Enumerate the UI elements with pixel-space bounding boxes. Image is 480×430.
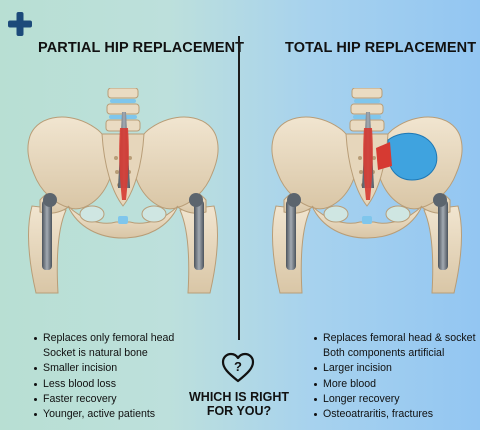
partial-hip-title: PARTIAL HIP REPLACEMENT bbox=[38, 40, 245, 56]
question-line-2: FOR YOU? bbox=[206, 404, 272, 418]
pelvis-partial-replacement-illustration bbox=[27, 88, 219, 294]
list-item: Faster recovery bbox=[34, 392, 174, 407]
list-item: Both components artificial bbox=[323, 347, 445, 360]
question-line-1: WHICH IS RIGHT bbox=[189, 390, 289, 404]
heart-question-icon: ? bbox=[221, 352, 255, 383]
list-item: Larger incision bbox=[314, 361, 476, 376]
partial-hip-benefits-list: Replaces only femoral head Socket is nat… bbox=[34, 331, 174, 422]
center-divider bbox=[238, 36, 240, 340]
question-mark: ? bbox=[234, 359, 242, 374]
list-item: Smaller incision bbox=[34, 361, 174, 376]
pelvis-total-replacement-illustration bbox=[271, 88, 463, 294]
list-item: Less blood loss bbox=[34, 377, 174, 392]
list-item: Replaces only femoral head bbox=[34, 331, 174, 346]
list-item: More blood bbox=[314, 377, 476, 392]
which-is-right-question: WHICH IS RIGHT FOR YOU? bbox=[180, 390, 298, 418]
list-item: Osteoatraritis, fractures bbox=[314, 407, 476, 422]
plus-icon bbox=[8, 12, 32, 36]
list-item: Replaces femoral head & socket bbox=[314, 331, 476, 346]
total-hip-title: TOTAL HIP REPLACEMENT bbox=[285, 40, 477, 56]
list-item: Younger, active patients bbox=[34, 407, 174, 422]
list-item: Socket is natural bone bbox=[43, 347, 148, 360]
list-item: Longer recovery bbox=[314, 392, 476, 407]
total-hip-details-list: Replaces femoral head & socket Both comp… bbox=[314, 331, 476, 422]
